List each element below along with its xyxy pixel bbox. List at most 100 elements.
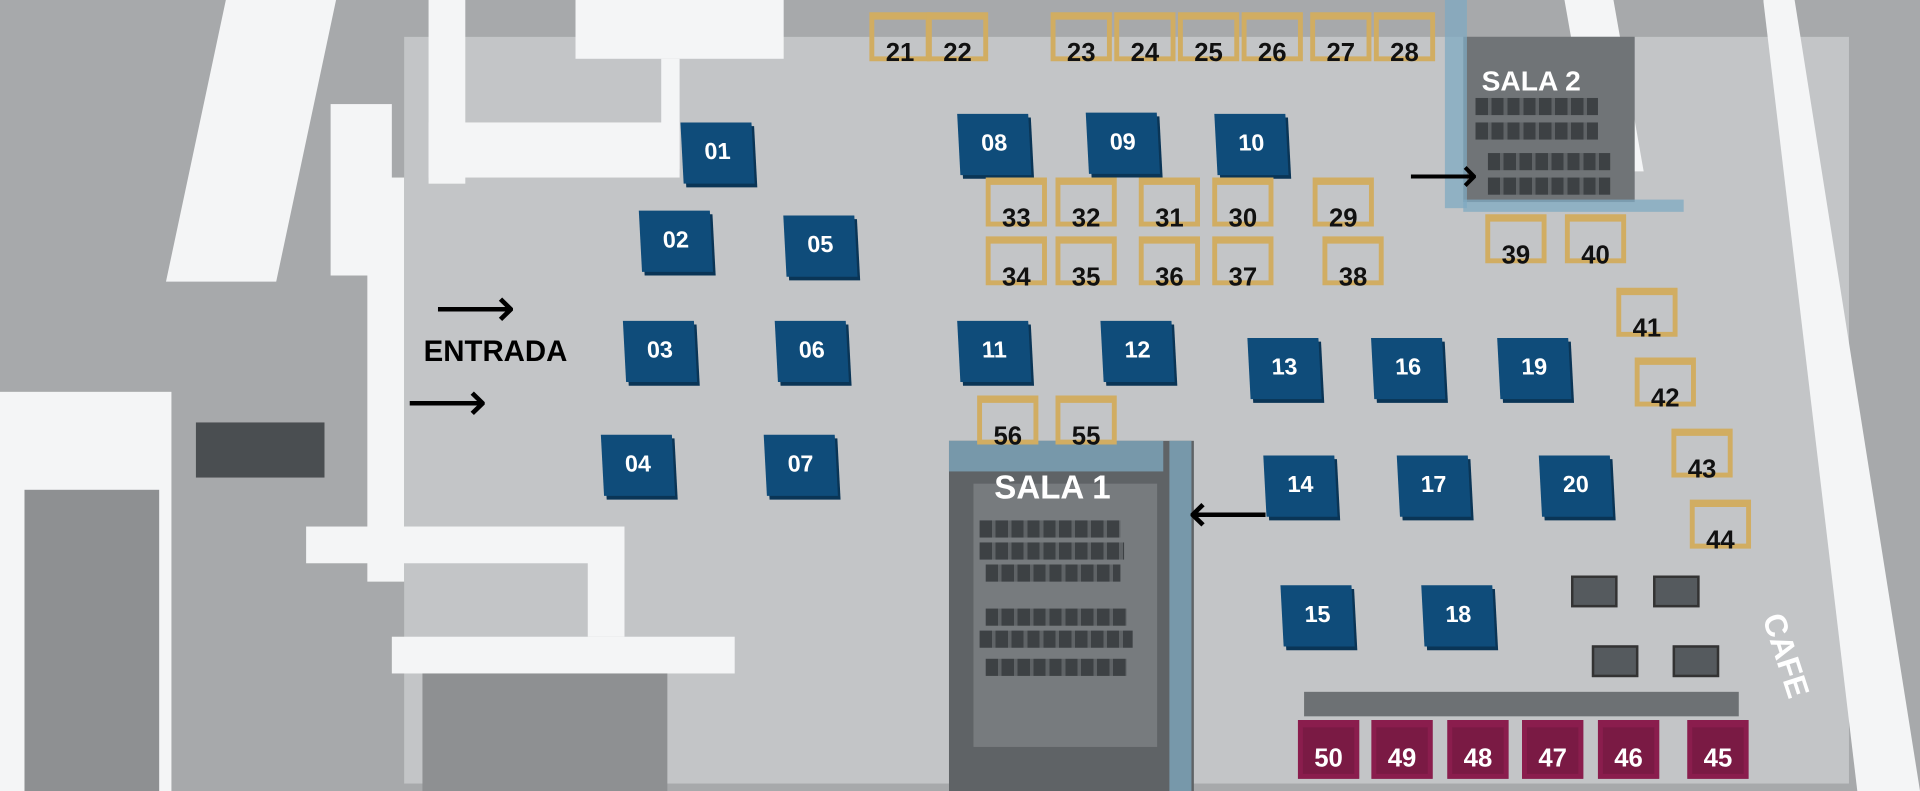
wall (661, 58, 680, 169)
cafe-table (1653, 575, 1700, 608)
stand-31[interactable]: 31 (1138, 177, 1201, 233)
arrow-left-icon: ⟵ (1187, 481, 1269, 545)
stand-34[interactable]: 34 (985, 236, 1047, 291)
booth-08[interactable]: 08 (957, 113, 1032, 176)
booth-09[interactable]: 09 (1085, 112, 1160, 174)
seating (979, 630, 1133, 648)
wall (428, 122, 680, 178)
stand-22[interactable]: 22 (926, 12, 989, 67)
wall (165, 0, 337, 282)
stand-number: 38 (1338, 263, 1368, 292)
stand-number: 30 (1228, 204, 1258, 233)
seating (979, 520, 1121, 538)
stand-44[interactable]: 44 (1689, 499, 1752, 555)
stand-46[interactable]: 46 (1597, 720, 1660, 779)
booth-15[interactable]: 15 (1280, 585, 1355, 647)
booth-16[interactable]: 16 (1371, 337, 1446, 400)
stand-number: 35 (1071, 263, 1101, 292)
stand-35[interactable]: 35 (1055, 236, 1117, 291)
stand-45[interactable]: 45 (1687, 720, 1749, 779)
booth-12[interactable]: 12 (1100, 320, 1175, 383)
stand-48[interactable]: 48 (1447, 720, 1509, 779)
glass-wall (948, 440, 1164, 472)
arrow-right-icon: ⟶ (1408, 149, 1479, 204)
stand-number: 43 (1687, 455, 1717, 484)
stand-29[interactable]: 29 (1312, 177, 1374, 233)
arrow-right-icon: ⟶ (406, 369, 488, 434)
stand-number: 24 (1130, 39, 1160, 68)
stand-55[interactable]: 55 (1055, 395, 1117, 451)
stand-number: 55 (1071, 422, 1101, 451)
stand-number: 22 (943, 39, 972, 68)
stand-number: 41 (1632, 314, 1662, 343)
stand-number: 36 (1155, 263, 1184, 292)
stand-25[interactable]: 25 (1177, 12, 1240, 67)
stand-number: 39 (1501, 241, 1531, 270)
glass-wall (1169, 440, 1192, 791)
booth-11[interactable]: 11 (957, 320, 1032, 383)
stand-32[interactable]: 32 (1055, 177, 1117, 233)
stand-38[interactable]: 38 (1322, 236, 1384, 291)
wall (367, 177, 405, 582)
booth-03[interactable]: 03 (622, 320, 698, 383)
stand-number: 27 (1326, 39, 1356, 68)
booth-17[interactable]: 17 (1396, 455, 1471, 517)
stand-number: 37 (1228, 263, 1258, 292)
stand-27[interactable]: 27 (1310, 12, 1372, 67)
stand-56[interactable]: 56 (977, 395, 1039, 451)
booth-06[interactable]: 06 (774, 320, 849, 383)
stand-number: 49 (1387, 744, 1417, 773)
booth-13[interactable]: 13 (1247, 337, 1322, 400)
stand-number: 34 (1002, 263, 1031, 292)
stand-42[interactable]: 42 (1634, 357, 1696, 413)
stand-39[interactable]: 39 (1485, 214, 1547, 269)
wall (587, 538, 625, 637)
seating (1475, 97, 1598, 116)
stand-21[interactable]: 21 (869, 12, 931, 67)
stand-41[interactable]: 41 (1616, 287, 1678, 343)
room-block (422, 673, 668, 791)
stand-number: 42 (1650, 384, 1680, 413)
booth-19[interactable]: 19 (1497, 337, 1572, 400)
stand-40[interactable]: 40 (1564, 214, 1627, 269)
stand-28[interactable]: 28 (1373, 12, 1436, 67)
stand-number: 29 (1328, 204, 1358, 233)
stand-number: 32 (1071, 204, 1101, 233)
stand-number: 46 (1614, 744, 1643, 773)
stand-49[interactable]: 49 (1371, 720, 1433, 779)
booth-14[interactable]: 14 (1263, 455, 1338, 517)
wall (575, 0, 784, 59)
stand-36[interactable]: 36 (1138, 236, 1201, 291)
booth-05[interactable]: 05 (783, 215, 858, 277)
stand-33[interactable]: 33 (985, 177, 1047, 233)
stand-number: 28 (1390, 39, 1419, 68)
stand-50[interactable]: 50 (1297, 720, 1360, 779)
seating (985, 564, 1121, 582)
booth-01[interactable]: 01 (680, 122, 755, 184)
arrow-right-icon: ⟶ (434, 275, 516, 340)
booth-04[interactable]: 04 (600, 434, 676, 496)
booth-07[interactable]: 07 (763, 434, 838, 496)
stand-26[interactable]: 26 (1241, 12, 1303, 67)
booth-20[interactable]: 20 (1538, 455, 1614, 517)
stand-number: 44 (1706, 526, 1735, 555)
booth-02[interactable]: 02 (638, 210, 714, 272)
booth-10[interactable]: 10 (1214, 113, 1289, 176)
seating (1487, 177, 1611, 195)
booth-18[interactable]: 18 (1421, 585, 1496, 647)
room-2-label: SALA 2 (1481, 64, 1581, 97)
stand-47[interactable]: 47 (1522, 720, 1584, 779)
stand-23[interactable]: 23 (1050, 12, 1112, 67)
stand-43[interactable]: 43 (1671, 428, 1733, 484)
stand-24[interactable]: 24 (1114, 12, 1176, 67)
stand-30[interactable]: 30 (1212, 177, 1274, 233)
glass-wall (1444, 0, 1467, 209)
corridor (24, 489, 160, 791)
stand-number: 23 (1066, 39, 1096, 68)
stand-number: 31 (1155, 204, 1184, 233)
stand-37[interactable]: 37 (1212, 236, 1274, 291)
seating (979, 542, 1125, 560)
stand-number: 21 (885, 39, 915, 68)
cafe-table (1591, 645, 1639, 678)
stand-number: 48 (1463, 744, 1493, 773)
